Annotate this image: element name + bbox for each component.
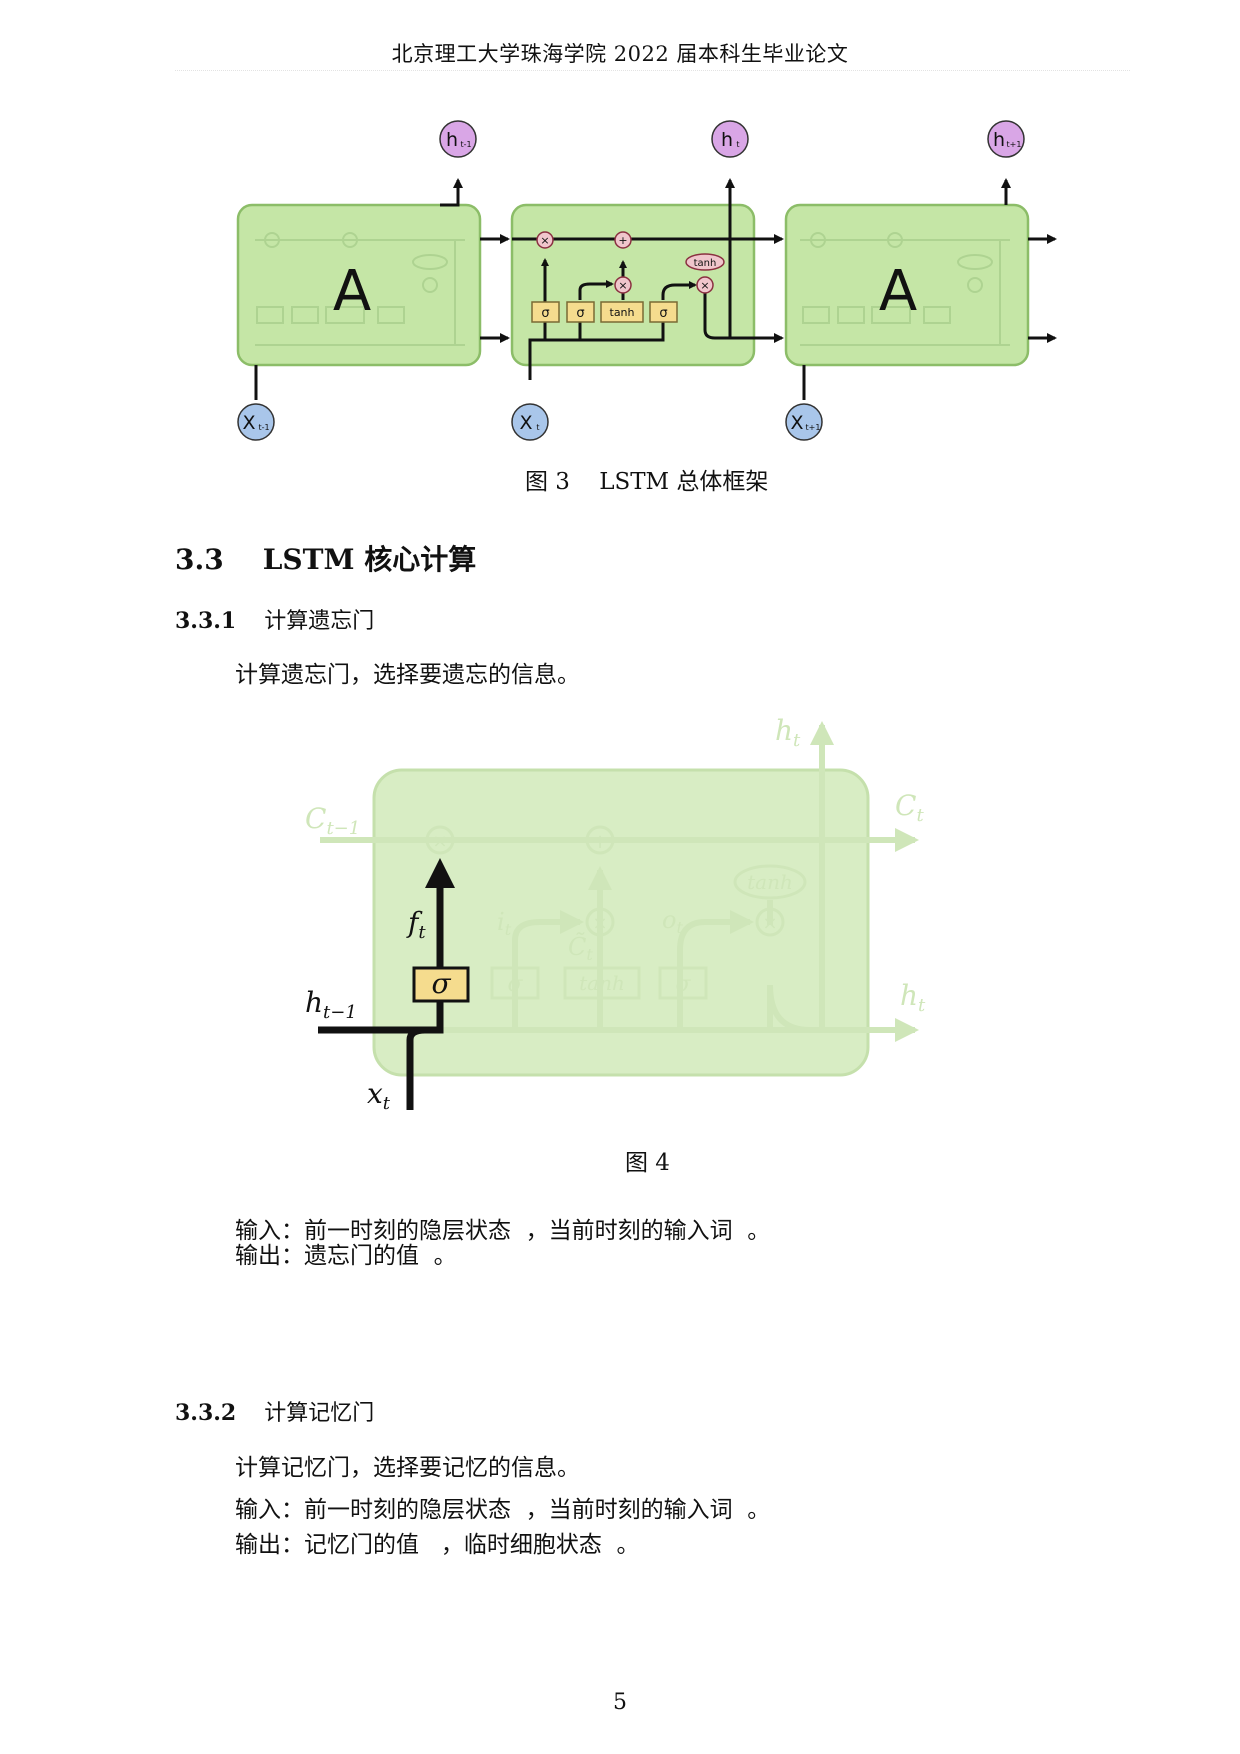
op-multiply-forget: × (540, 234, 549, 247)
figure3-caption: 图 3 LSTM 总体框架 (525, 469, 769, 495)
hidden-node-next: h t+1 (987, 120, 1025, 158)
label-i: it (497, 908, 512, 939)
hidden-node-prev-h: h (446, 129, 458, 151)
label-h-right: ht (900, 979, 926, 1016)
cell-a-label-right: A (879, 259, 917, 324)
gate-sigma-2: σ (576, 306, 584, 321)
lstm-cell-middle: σ σ tanh σ × + × × tanh (510, 178, 784, 380)
faded-multiply-forget: × (432, 831, 447, 852)
input-node-prev-sub: t-1 (258, 423, 269, 432)
hidden-node-next-sub: t+1 (1007, 140, 1022, 149)
faded-sigma-i: σ (507, 972, 523, 997)
label-h-top: ht (775, 714, 801, 751)
faded-gates (425, 825, 807, 1000)
faded-multiply-output: × (762, 913, 777, 934)
subsection1-heading: 3.3.1 计算遗忘门 (175, 603, 374, 635)
faded-plus: + (592, 829, 609, 853)
hidden-node-current-h: h (721, 129, 733, 151)
input-node-next-x: X (790, 412, 803, 434)
lstm-overview-figure: A σ σ tanh σ × (236, 120, 1057, 441)
section-title: LSTM 核心计算 (262, 543, 477, 576)
label-h-prev: ht−1 (305, 986, 357, 1023)
section-heading: 3.3 LSTM 核心计算 (175, 538, 476, 578)
subsection2-heading: 3.3.2 计算记忆门 (175, 1395, 374, 1427)
input-node-current: X t (511, 403, 549, 441)
subsection1-intro: 计算遗忘门，选择要遗忘的信息。 (235, 662, 580, 688)
subsection1-input: 输入：前一时刻的隐层状态 ，当前时刻的输入词 。 (235, 1218, 771, 1244)
subsection2-intro: 计算记忆门，选择要记忆的信息。 (235, 1455, 580, 1481)
forget-sigma-label: σ (431, 967, 451, 1000)
subsection2-number: 3.3.2 (175, 1400, 237, 1426)
page-header: 北京理工大学珠海学院 2022 届本科生毕业论文 (391, 42, 849, 66)
forget-gate-path (318, 858, 455, 1110)
cell-connectors (254, 178, 1057, 400)
gate-tanh: tanh (610, 306, 635, 319)
label-c-prev: Ct−1 (305, 802, 360, 839)
page-number: 5 (613, 1690, 627, 1715)
op-tanh: tanh (694, 258, 717, 269)
input-node-current-sub: t (536, 423, 539, 432)
active-math-labels: ft ht−1 xt (305, 906, 426, 1114)
label-c-tilde: C̃t (568, 933, 593, 964)
input-node-prev: X t-1 (237, 403, 275, 441)
gate-sigma-1: σ (541, 306, 549, 321)
hidden-node-current-sub: t (736, 140, 739, 149)
label-o: ot (662, 906, 683, 937)
label-x: xt (367, 1077, 391, 1114)
subsection1-number: 3.3.1 (175, 608, 237, 634)
lstm-cell-left: A (236, 203, 482, 367)
figure4-caption: 图 4 (625, 1150, 670, 1176)
forget-sigma-gate (412, 966, 470, 1003)
hidden-node-prev-sub: t-1 (460, 140, 471, 149)
subsection2-input: 输入：前一时刻的隐层状态 ，当前时刻的输入词 。 (235, 1497, 771, 1523)
op-multiply-input: × (618, 279, 627, 292)
gate-sigma-3: σ (659, 306, 667, 321)
faded-sigma-o: σ (675, 972, 691, 997)
forget-gate-figure: σ tanh σ tanh × + × × ht Ct−1 Ct it C̃t … (305, 714, 926, 1114)
label-c-next: Ct (895, 789, 924, 826)
faded-multiply-input: × (592, 913, 607, 934)
op-multiply-output: × (700, 279, 709, 292)
hidden-node-current: h t (711, 120, 749, 158)
gate-row: σ σ tanh σ (531, 301, 678, 323)
lstm-cell-right: A (784, 203, 1030, 367)
faded-math-labels: ht Ct−1 Ct it C̃t ot ht (305, 714, 926, 1016)
hidden-node-next-h: h (993, 129, 1005, 151)
input-node-next: X t+1 (785, 403, 823, 441)
faded-tanh-op: tanh (747, 870, 793, 894)
input-node-next-sub: t+1 (806, 423, 821, 432)
faded-paths (320, 721, 919, 1042)
section-number: 3.3 (175, 543, 224, 576)
faded-tanh-gate: tanh (579, 971, 625, 995)
faded-gate-labels: σ tanh σ tanh × + × × (432, 829, 792, 997)
input-node-prev-x: X (242, 412, 255, 434)
subsection2-output: 输出：记忆门的值 ，临时细胞状态 。 (235, 1532, 640, 1558)
input-node-current-x: X (519, 412, 532, 434)
hidden-node-prev: h t-1 (439, 120, 477, 158)
op-add: + (618, 234, 627, 247)
subsection2-title: 计算记忆门 (264, 1401, 375, 1426)
header-rule (175, 70, 1130, 71)
subsection1-output: 输出：遗忘门的值 。 (235, 1243, 457, 1269)
pointwise-ops: × + × × tanh (536, 231, 725, 294)
cell-a-label-left: A (333, 259, 371, 324)
subsection1-title: 计算遗忘门 (264, 609, 375, 634)
